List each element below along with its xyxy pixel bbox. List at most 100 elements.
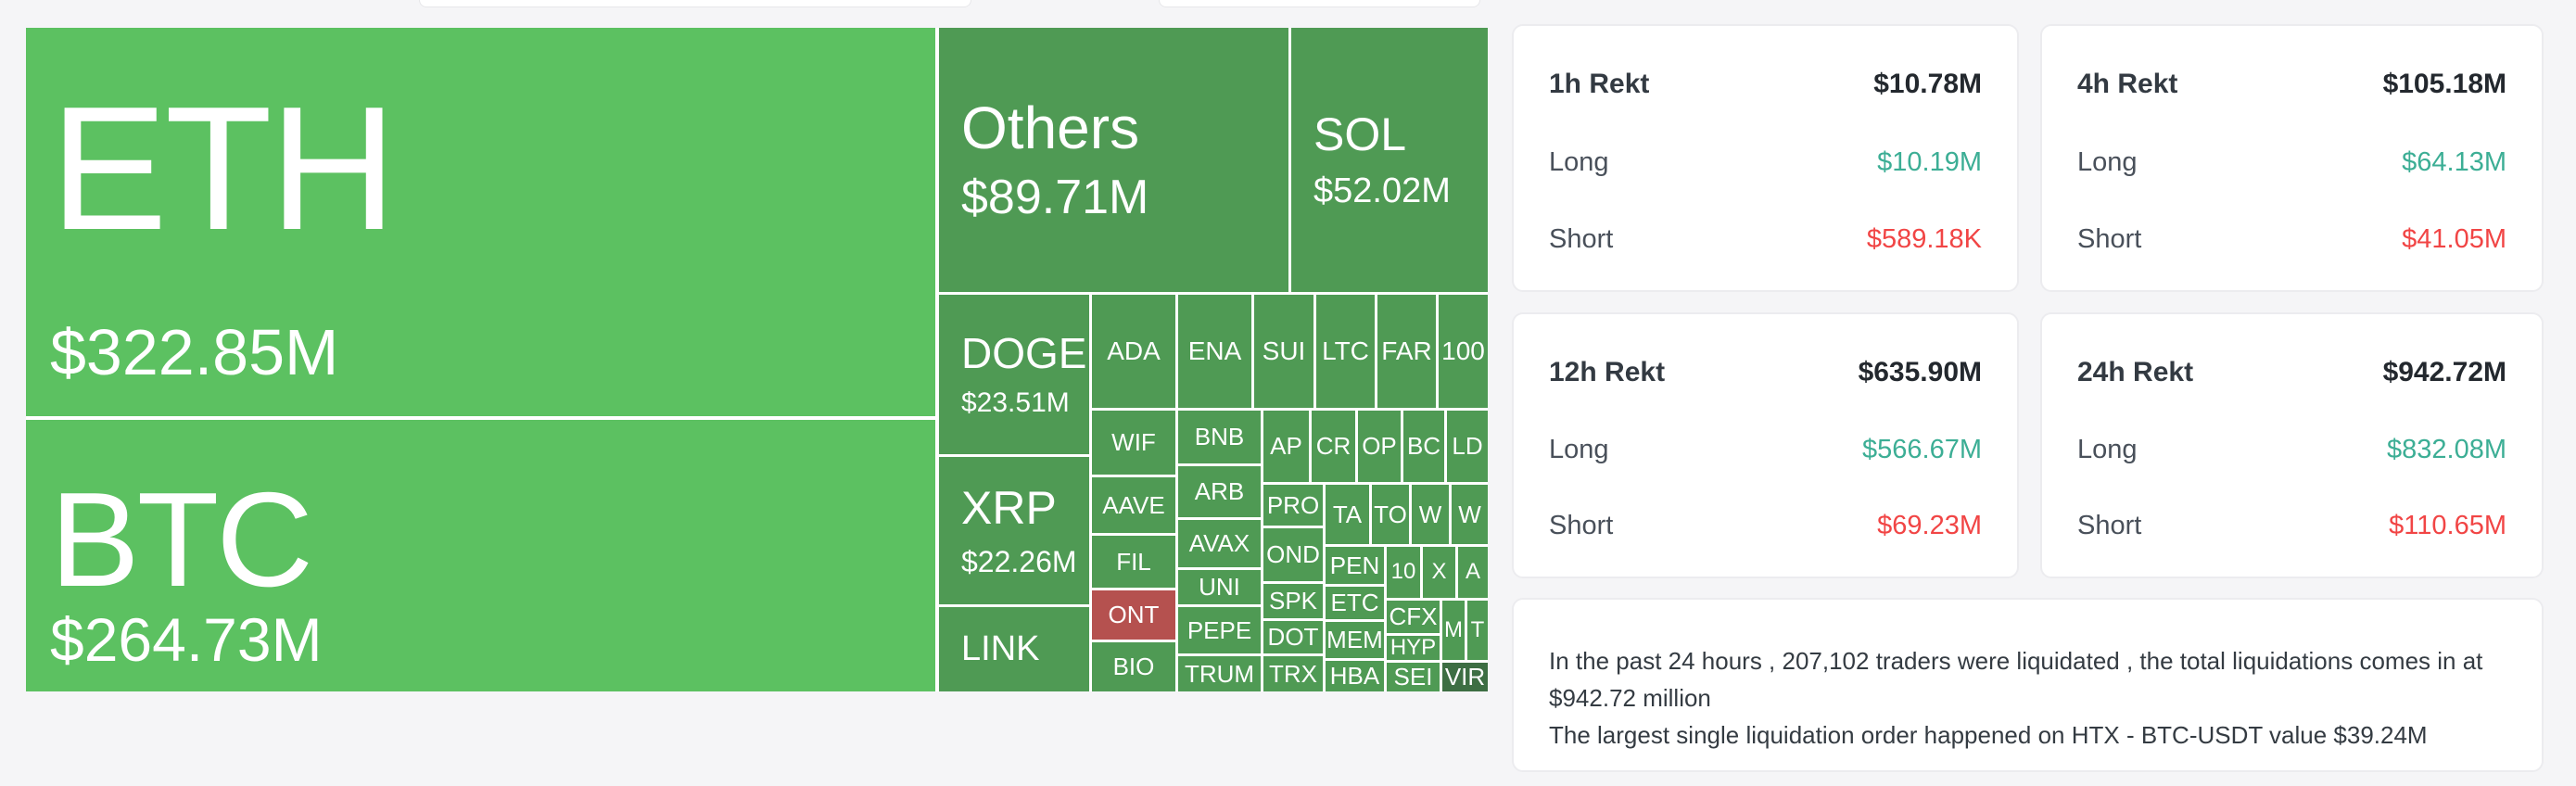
tile-value: $264.73M	[50, 604, 323, 674]
card-title-row: 1h Rekt $10.78M	[1549, 69, 1982, 100]
short-value: $589.18K	[1866, 224, 1982, 254]
treemap-tile-uni[interactable]: UNI	[1178, 570, 1261, 604]
tile-symbol: ARB	[1194, 477, 1245, 506]
treemap-tile-doge[interactable]: DOGE$23.51M	[939, 295, 1089, 454]
treemap-tile-avax[interactable]: AVAX	[1178, 520, 1261, 567]
tile-symbol: BTC	[50, 464, 313, 615]
treemap-tile-ta[interactable]: TA	[1326, 485, 1369, 544]
total-value: $105.18M	[2382, 69, 2506, 99]
tile-symbol: PEN	[1329, 551, 1380, 579]
treemap-tile-sol[interactable]: SOL $52.02M	[1291, 28, 1488, 292]
tile-symbol: BC	[1406, 432, 1441, 461]
summary-line-1: In the past 24 hours , 207,102 traders w…	[1549, 647, 2483, 712]
long-label: Long	[1549, 434, 1609, 464]
short-label: Short	[2077, 224, 2142, 254]
treemap-tile-eth[interactable]: ETH$322.85M	[26, 28, 935, 416]
long-value: $10.19M	[1877, 146, 1982, 177]
tile-symbol: SUI	[1262, 336, 1306, 365]
treemap-tile-far[interactable]: FAR	[1377, 295, 1436, 408]
tile-symbol: 10	[1390, 559, 1416, 585]
tile-value: $322.85M	[50, 316, 339, 388]
card-short-row: Short $589.18K	[1549, 224, 1982, 255]
long-label: Long	[1549, 146, 1609, 177]
short-label: Short	[1549, 511, 1614, 540]
treemap-tile-ont[interactable]: ONT	[1092, 590, 1175, 640]
treemap-tile-btc[interactable]: BTC$264.73M	[26, 420, 935, 691]
treemap-tile-cfx[interactable]: CFX	[1387, 601, 1440, 633]
tile-symbol: LD	[1452, 432, 1483, 461]
tile-symbol: SEI	[1393, 663, 1433, 691]
treemap-tile-w[interactable]: W	[1452, 485, 1488, 544]
tile-symbol: PEPE	[1186, 615, 1252, 644]
tile-symbol: AAVE	[1102, 490, 1165, 519]
tile-symbol: OP	[1362, 432, 1397, 461]
treemap-tile-pro[interactable]: PRO	[1263, 485, 1323, 526]
treemap-tile-bnb[interactable]: BNB	[1178, 411, 1261, 463]
summary-line-2: The largest single liquidation order hap…	[1549, 721, 2428, 749]
cutoff-tab-shape	[419, 0, 971, 7]
treemap-tile-mem[interactable]: MEM	[1326, 622, 1384, 658]
long-value: $566.67M	[1862, 434, 1982, 464]
treemap-tile-wif[interactable]: WIF	[1092, 411, 1175, 475]
treemap-tile-trum[interactable]: TRUM	[1178, 656, 1261, 691]
treemap-tile-ada[interactable]: ADA	[1092, 295, 1175, 408]
tile-symbol: SOL	[1313, 108, 1407, 160]
treemap-tile-m[interactable]: M	[1442, 601, 1465, 660]
tile-symbol: BIO	[1112, 653, 1155, 681]
treemap-tile-op[interactable]: OP	[1358, 411, 1401, 482]
tile-value: $52.02M	[1313, 171, 1451, 210]
treemap-tile-aave[interactable]: AAVE	[1092, 477, 1175, 533]
treemap-tile-pepe[interactable]: PEPE	[1178, 607, 1261, 653]
treemap-tile-link[interactable]: LINK	[939, 607, 1089, 691]
treemap-tile-10[interactable]: 10	[1387, 547, 1420, 598]
treemap-tile-ena[interactable]: ENA	[1178, 295, 1251, 408]
rekt-card-24h: 24h Rekt $942.72M Long $832.08M Short $1…	[2040, 312, 2544, 578]
tile-symbol: 100	[1441, 336, 1485, 365]
treemap-tile-xrp[interactable]: XRP$22.26M	[939, 457, 1089, 604]
tile-symbol: VIR	[1444, 663, 1486, 691]
total-value: $635.90M	[1858, 357, 1982, 387]
tile-symbol: CR	[1315, 432, 1351, 461]
long-label: Long	[2077, 434, 2138, 464]
treemap-tile-ap[interactable]: AP	[1263, 411, 1309, 482]
treemap-tile-x[interactable]: X	[1423, 547, 1455, 598]
long-label: Long	[2077, 146, 2138, 177]
treemap-tile-hba[interactable]: HBA	[1326, 661, 1384, 691]
treemap-tile-pen[interactable]: PEN	[1326, 547, 1384, 584]
treemap-tile-arb[interactable]: ARB	[1178, 466, 1261, 517]
rekt-card-4h: 4h Rekt $105.18M Long $64.13M Short $41.…	[2040, 24, 2544, 292]
treemap-tile-sei[interactable]: SEI	[1387, 663, 1440, 691]
treemap-tile-ond[interactable]: OND	[1263, 528, 1323, 581]
treemap-tile-t[interactable]: T	[1467, 601, 1488, 660]
tile-symbol: TA	[1332, 500, 1363, 528]
treemap-tile-fil[interactable]: FIL	[1092, 536, 1175, 588]
treemap-tile-to[interactable]: TO	[1372, 485, 1409, 544]
treemap-tile-vir[interactable]: VIR	[1442, 663, 1488, 691]
long-value: $64.13M	[2402, 146, 2506, 177]
treemap-tile-ltc[interactable]: LTC	[1316, 295, 1375, 408]
short-value: $69.23M	[1877, 511, 1982, 540]
treemap-tile-spk[interactable]: SPK	[1263, 584, 1323, 618]
tile-symbol: Others	[961, 94, 1140, 161]
tile-symbol: CFX	[1389, 602, 1438, 631]
treemap-tile-bc[interactable]: BC	[1403, 411, 1444, 482]
tile-symbol: UNI	[1199, 573, 1240, 602]
treemap-tile-etc[interactable]: ETC	[1326, 587, 1384, 619]
card-short-row: Short $41.05M	[2077, 224, 2506, 255]
treemap-tile-trx[interactable]: TRX	[1263, 656, 1323, 691]
treemap-tile-a[interactable]: A	[1458, 547, 1488, 598]
treemap-tile-sui[interactable]: SUI	[1254, 295, 1313, 408]
cutoff-tab-shape	[1159, 0, 1480, 7]
tile-symbol: DOGE	[961, 328, 1087, 377]
treemap-tile-hyp[interactable]: HYP	[1387, 636, 1440, 660]
treemap-tile-w[interactable]: W	[1412, 485, 1449, 544]
treemap-tile-bio[interactable]: BIO	[1092, 642, 1175, 691]
treemap-tile-100[interactable]: 100	[1439, 295, 1488, 408]
treemap-tile-others[interactable]: Others$89.71M	[939, 28, 1288, 292]
treemap-tile-cr[interactable]: CR	[1312, 411, 1355, 482]
period-label: 12h Rekt	[1549, 357, 1666, 387]
treemap-tile-dot[interactable]: DOT	[1263, 621, 1323, 653]
treemap-tile-ld[interactable]: LD	[1447, 411, 1488, 482]
tile-symbol: AP	[1270, 432, 1302, 461]
